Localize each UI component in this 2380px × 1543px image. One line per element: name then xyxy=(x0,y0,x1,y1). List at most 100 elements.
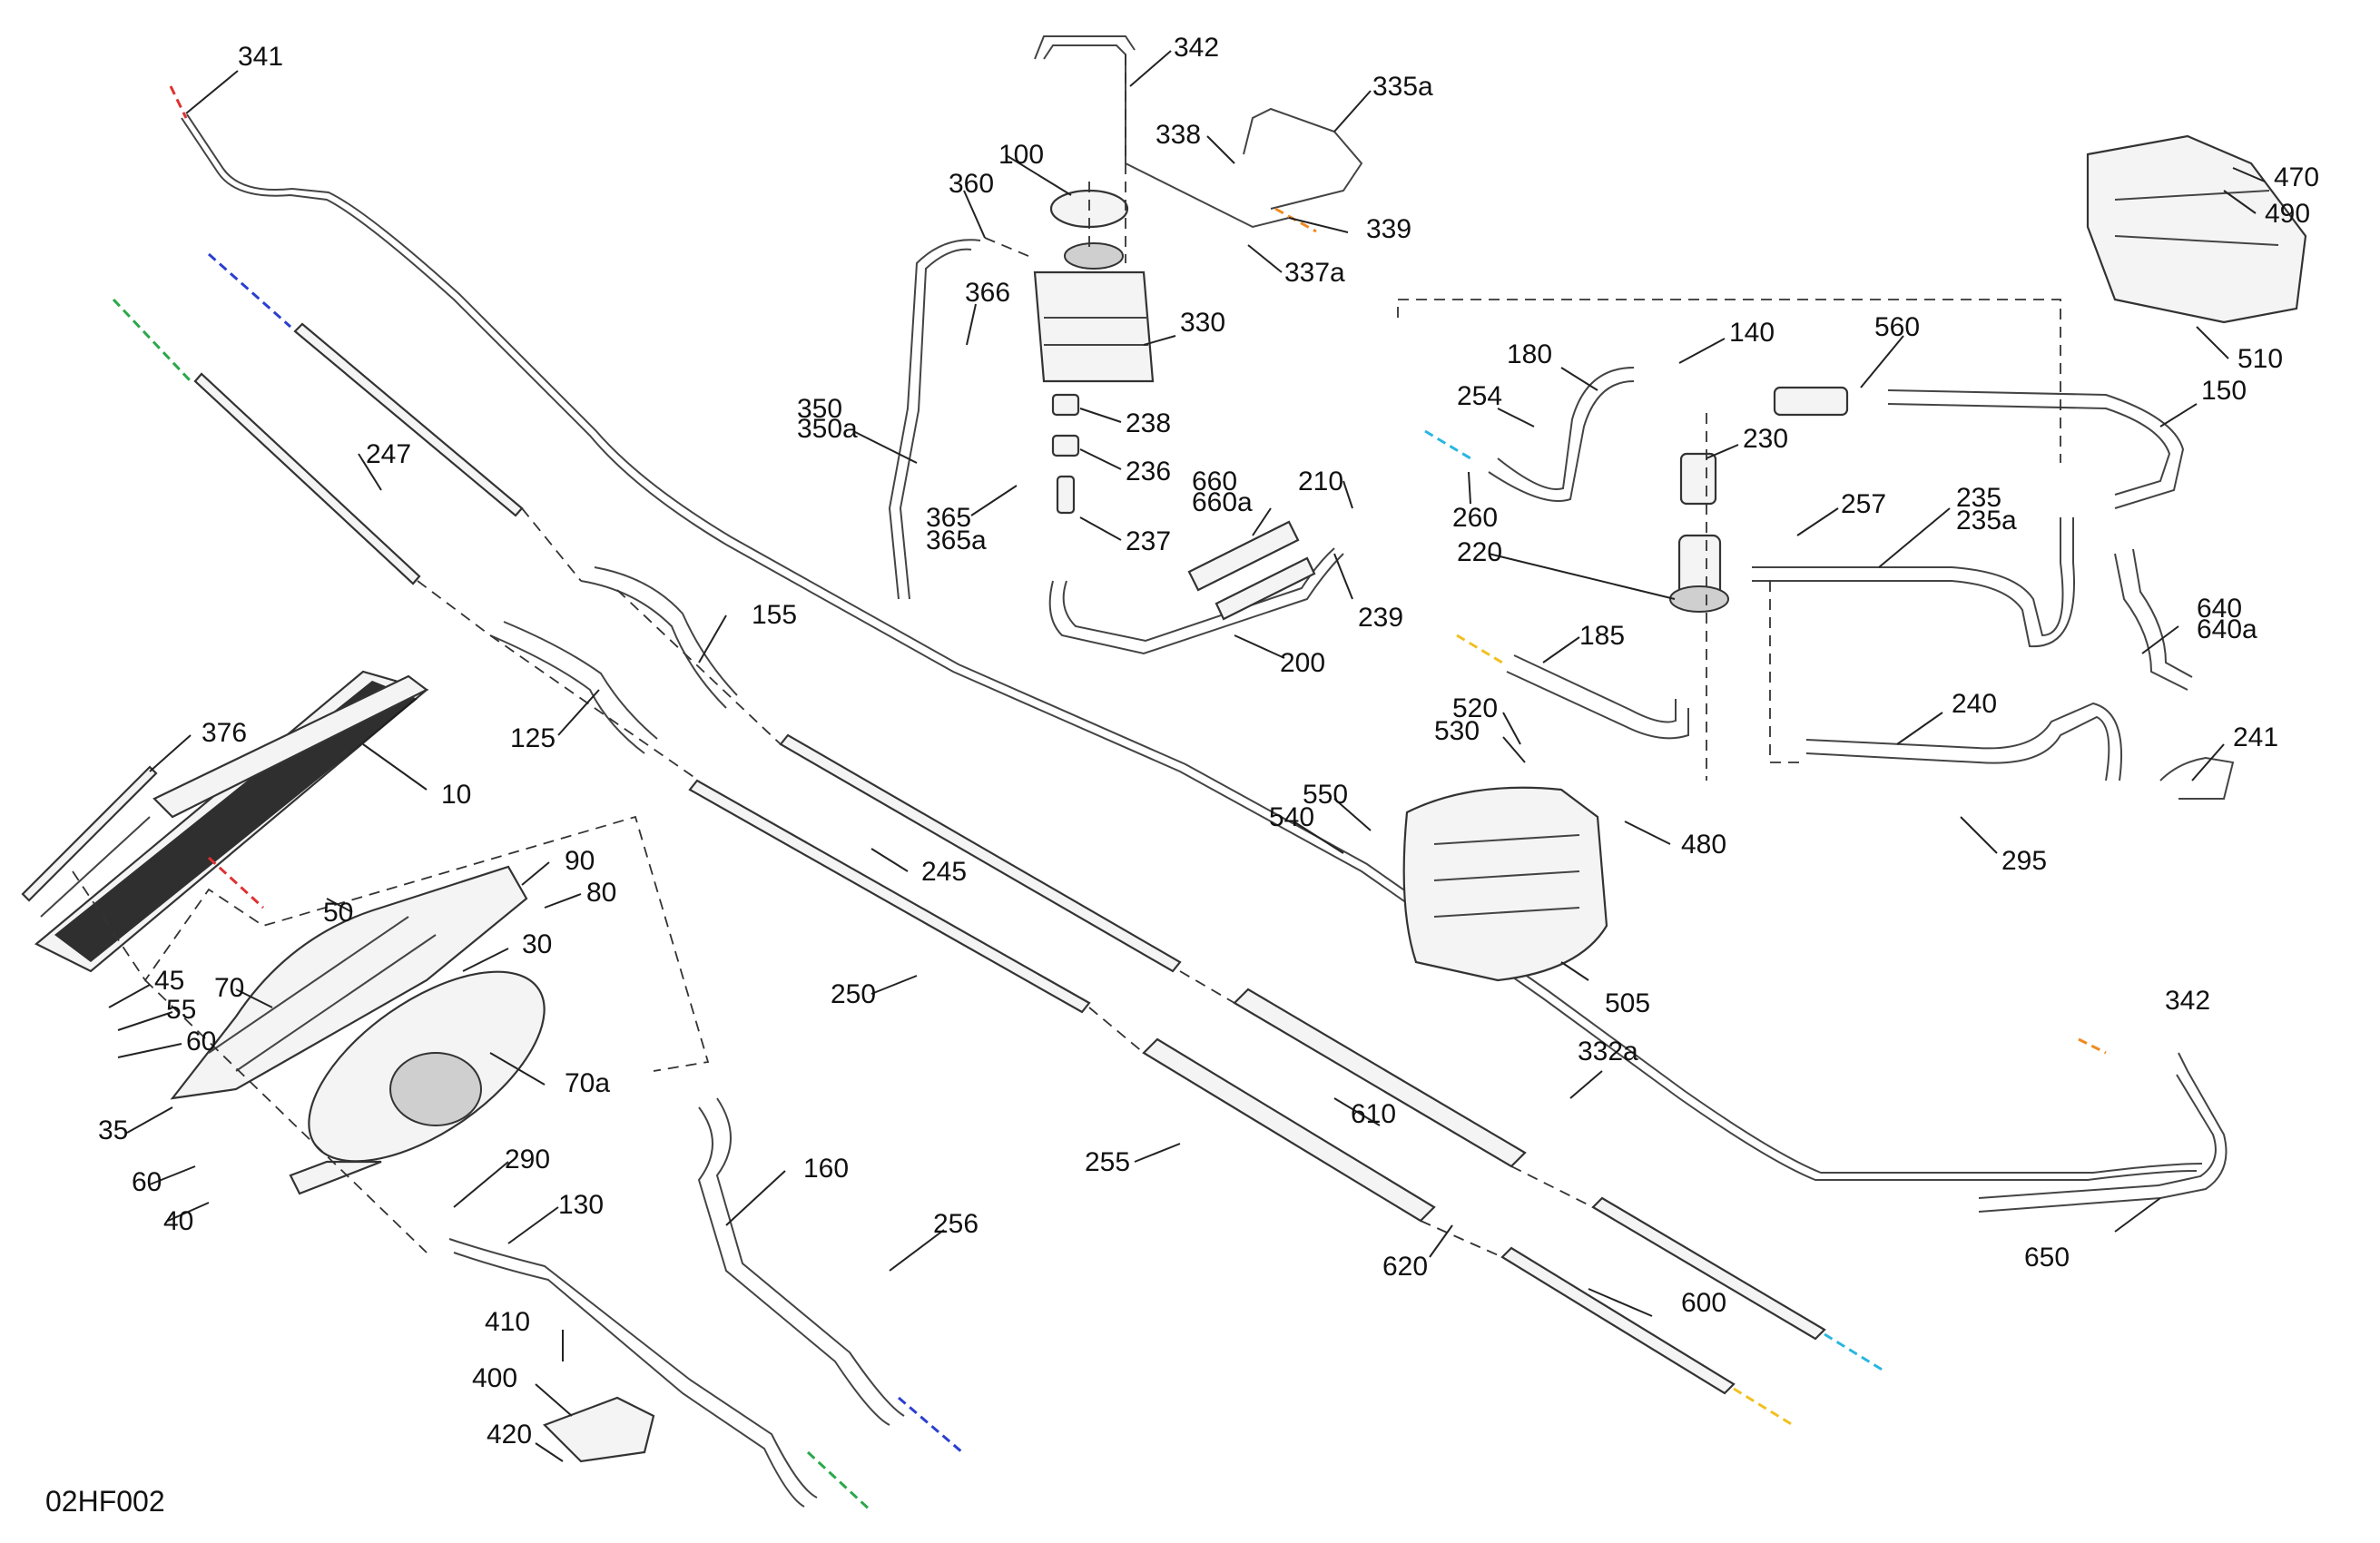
tube-610 xyxy=(1142,988,1527,1223)
callout-235: 235 xyxy=(1956,483,2001,513)
callout-60-upper: 60 xyxy=(186,1027,216,1057)
callout-210: 210 xyxy=(1298,467,1343,496)
hose-130 xyxy=(448,1238,818,1508)
hose-125 xyxy=(489,621,658,754)
hose-335a xyxy=(1243,107,1363,210)
callout-155: 155 xyxy=(752,600,797,630)
callout-295: 295 xyxy=(2001,846,2047,876)
callout-185: 185 xyxy=(1579,621,1625,651)
hose-640 xyxy=(2114,548,2193,691)
callout-366: 366 xyxy=(965,278,1010,308)
callout-140: 140 xyxy=(1729,318,1775,348)
hose-150 xyxy=(1887,389,2185,509)
callout-505: 505 xyxy=(1605,988,1650,1018)
callout-70: 70 xyxy=(214,973,244,1003)
callout-45: 45 xyxy=(154,966,184,996)
orange-connector-lower xyxy=(2078,1037,2107,1055)
callout-337a: 337a xyxy=(1284,258,1345,288)
hose-185 xyxy=(1506,654,1689,740)
callout-254: 254 xyxy=(1457,381,1502,411)
fittings-236-238 xyxy=(1051,393,1080,515)
callout-238: 238 xyxy=(1126,408,1171,438)
callout-470: 470 xyxy=(2274,162,2319,192)
callout-420: 420 xyxy=(487,1420,532,1450)
callout-610: 610 xyxy=(1351,1099,1396,1129)
fan-shroud-70 xyxy=(170,865,528,1100)
callout-160: 160 xyxy=(803,1154,849,1184)
callout-360: 360 xyxy=(949,169,994,199)
callout-550: 550 xyxy=(1303,780,1348,810)
callout-10: 10 xyxy=(441,780,471,810)
red-connector-lower xyxy=(207,856,265,909)
bracket-400 xyxy=(543,1396,655,1463)
hose-235 xyxy=(1752,517,2075,648)
hose-650 xyxy=(1978,1052,2228,1213)
hose-240 xyxy=(1805,702,2123,781)
callout-235a: 235a xyxy=(1956,506,2017,536)
green-connector-lower xyxy=(806,1450,873,1513)
callout-130: 130 xyxy=(558,1190,604,1220)
heat-exchanger-505 xyxy=(1402,786,1608,982)
fan-70a xyxy=(289,970,546,1195)
tube-245 xyxy=(688,733,1182,1014)
vent-hose-350 xyxy=(888,239,981,600)
callout-640: 640 xyxy=(2197,594,2242,624)
cyan-connector-upper xyxy=(1424,429,1471,460)
callout-200: 200 xyxy=(1280,648,1325,678)
red-connector-upper xyxy=(169,85,188,119)
callout-239: 239 xyxy=(1358,603,1403,633)
callout-240: 240 xyxy=(1952,689,1997,719)
callout-350: 350 xyxy=(797,394,842,424)
callout-660: 660 xyxy=(1192,467,1237,496)
callout-560: 560 xyxy=(1874,312,1920,342)
callout-640a: 640a xyxy=(2197,614,2257,644)
callout-540: 540 xyxy=(1269,802,1314,832)
callout-40: 40 xyxy=(163,1206,193,1236)
callout-125: 125 xyxy=(510,723,556,753)
callout-510: 510 xyxy=(2237,344,2283,374)
callout-256: 256 xyxy=(933,1209,979,1239)
radiator-10 xyxy=(34,670,429,973)
callout-339: 339 xyxy=(1366,214,1411,244)
callout-255: 255 xyxy=(1085,1147,1130,1177)
callout-60-lower: 60 xyxy=(132,1167,162,1197)
callout-365a: 365a xyxy=(926,526,987,555)
callout-341: 341 xyxy=(238,42,283,72)
coolant-line-332a xyxy=(181,117,2198,1181)
callout-250: 250 xyxy=(831,979,876,1009)
callout-241: 241 xyxy=(2233,722,2278,752)
callout-100: 100 xyxy=(998,140,1044,170)
blue-connector-upper xyxy=(208,252,291,329)
callout-410: 410 xyxy=(485,1307,530,1337)
callout-35: 35 xyxy=(98,1115,128,1145)
hose-660 xyxy=(1187,520,1316,621)
callout-230: 230 xyxy=(1743,424,1788,454)
hose-160 xyxy=(697,1097,905,1426)
callout-376: 376 xyxy=(202,718,247,748)
callout-338: 338 xyxy=(1156,120,1201,150)
callout-180: 180 xyxy=(1507,339,1552,369)
part-drawings xyxy=(21,35,2307,1508)
callout-237: 237 xyxy=(1126,526,1171,556)
callout-490: 490 xyxy=(2265,199,2310,229)
callout-labels: 341 342 335a 338 100 339 360 337a 366 33… xyxy=(98,33,2319,1450)
callout-220: 220 xyxy=(1457,537,1502,567)
callout-342: 342 xyxy=(1174,33,1219,63)
callout-30: 30 xyxy=(522,929,552,959)
callout-365: 365 xyxy=(926,503,971,533)
hose-155 xyxy=(580,566,738,709)
hose-180 xyxy=(1488,367,1635,502)
document-id: 02HF002 xyxy=(45,1485,165,1518)
callout-90: 90 xyxy=(565,846,595,876)
callout-350a: 350a xyxy=(797,414,858,444)
blue-connector-lower xyxy=(898,1396,963,1454)
leader-lines xyxy=(108,50,2266,1462)
callout-400: 400 xyxy=(472,1363,517,1393)
callout-236: 236 xyxy=(1126,457,1171,486)
coupler-560 xyxy=(1773,386,1849,417)
callout-620: 620 xyxy=(1382,1252,1428,1282)
callout-245: 245 xyxy=(921,857,967,887)
thermostat-220 xyxy=(1669,452,1729,613)
callout-520: 520 xyxy=(1452,693,1498,723)
